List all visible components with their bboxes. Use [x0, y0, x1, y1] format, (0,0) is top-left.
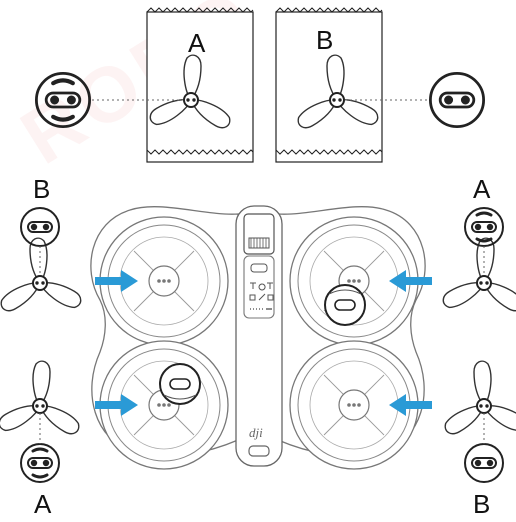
- arrow-top-right: [389, 270, 432, 292]
- side-prop-bottom-left: [0, 360, 84, 484]
- label-corner-bottom-left: A: [34, 489, 52, 519]
- arrow-bottom-left: [95, 394, 138, 416]
- top-panel-b: [275, 7, 383, 163]
- install-arrows: [95, 270, 432, 416]
- dji-logo: dji: [249, 425, 263, 440]
- label-panel-a: A: [188, 28, 206, 58]
- arrow-top-left: [95, 270, 138, 292]
- top-panel-a: [146, 7, 254, 163]
- side-prop-top-left: [0, 207, 85, 316]
- magnifier-top-right: [324, 284, 366, 326]
- magnifier-bottom-left: [159, 363, 201, 405]
- hub-detail-b-top: [345, 72, 486, 128]
- label-corner-top-right: A: [473, 174, 491, 204]
- hub-detail-a-top: [36, 73, 183, 126]
- drone-body: dji: [90, 205, 426, 470]
- label-panel-b: B: [316, 25, 334, 55]
- side-prop-bottom-right: [440, 360, 516, 483]
- arrow-bottom-right: [389, 394, 432, 416]
- label-corner-bottom-right: B: [473, 489, 491, 519]
- label-corner-top-left: B: [33, 174, 51, 204]
- side-prop-top-right: [439, 206, 516, 316]
